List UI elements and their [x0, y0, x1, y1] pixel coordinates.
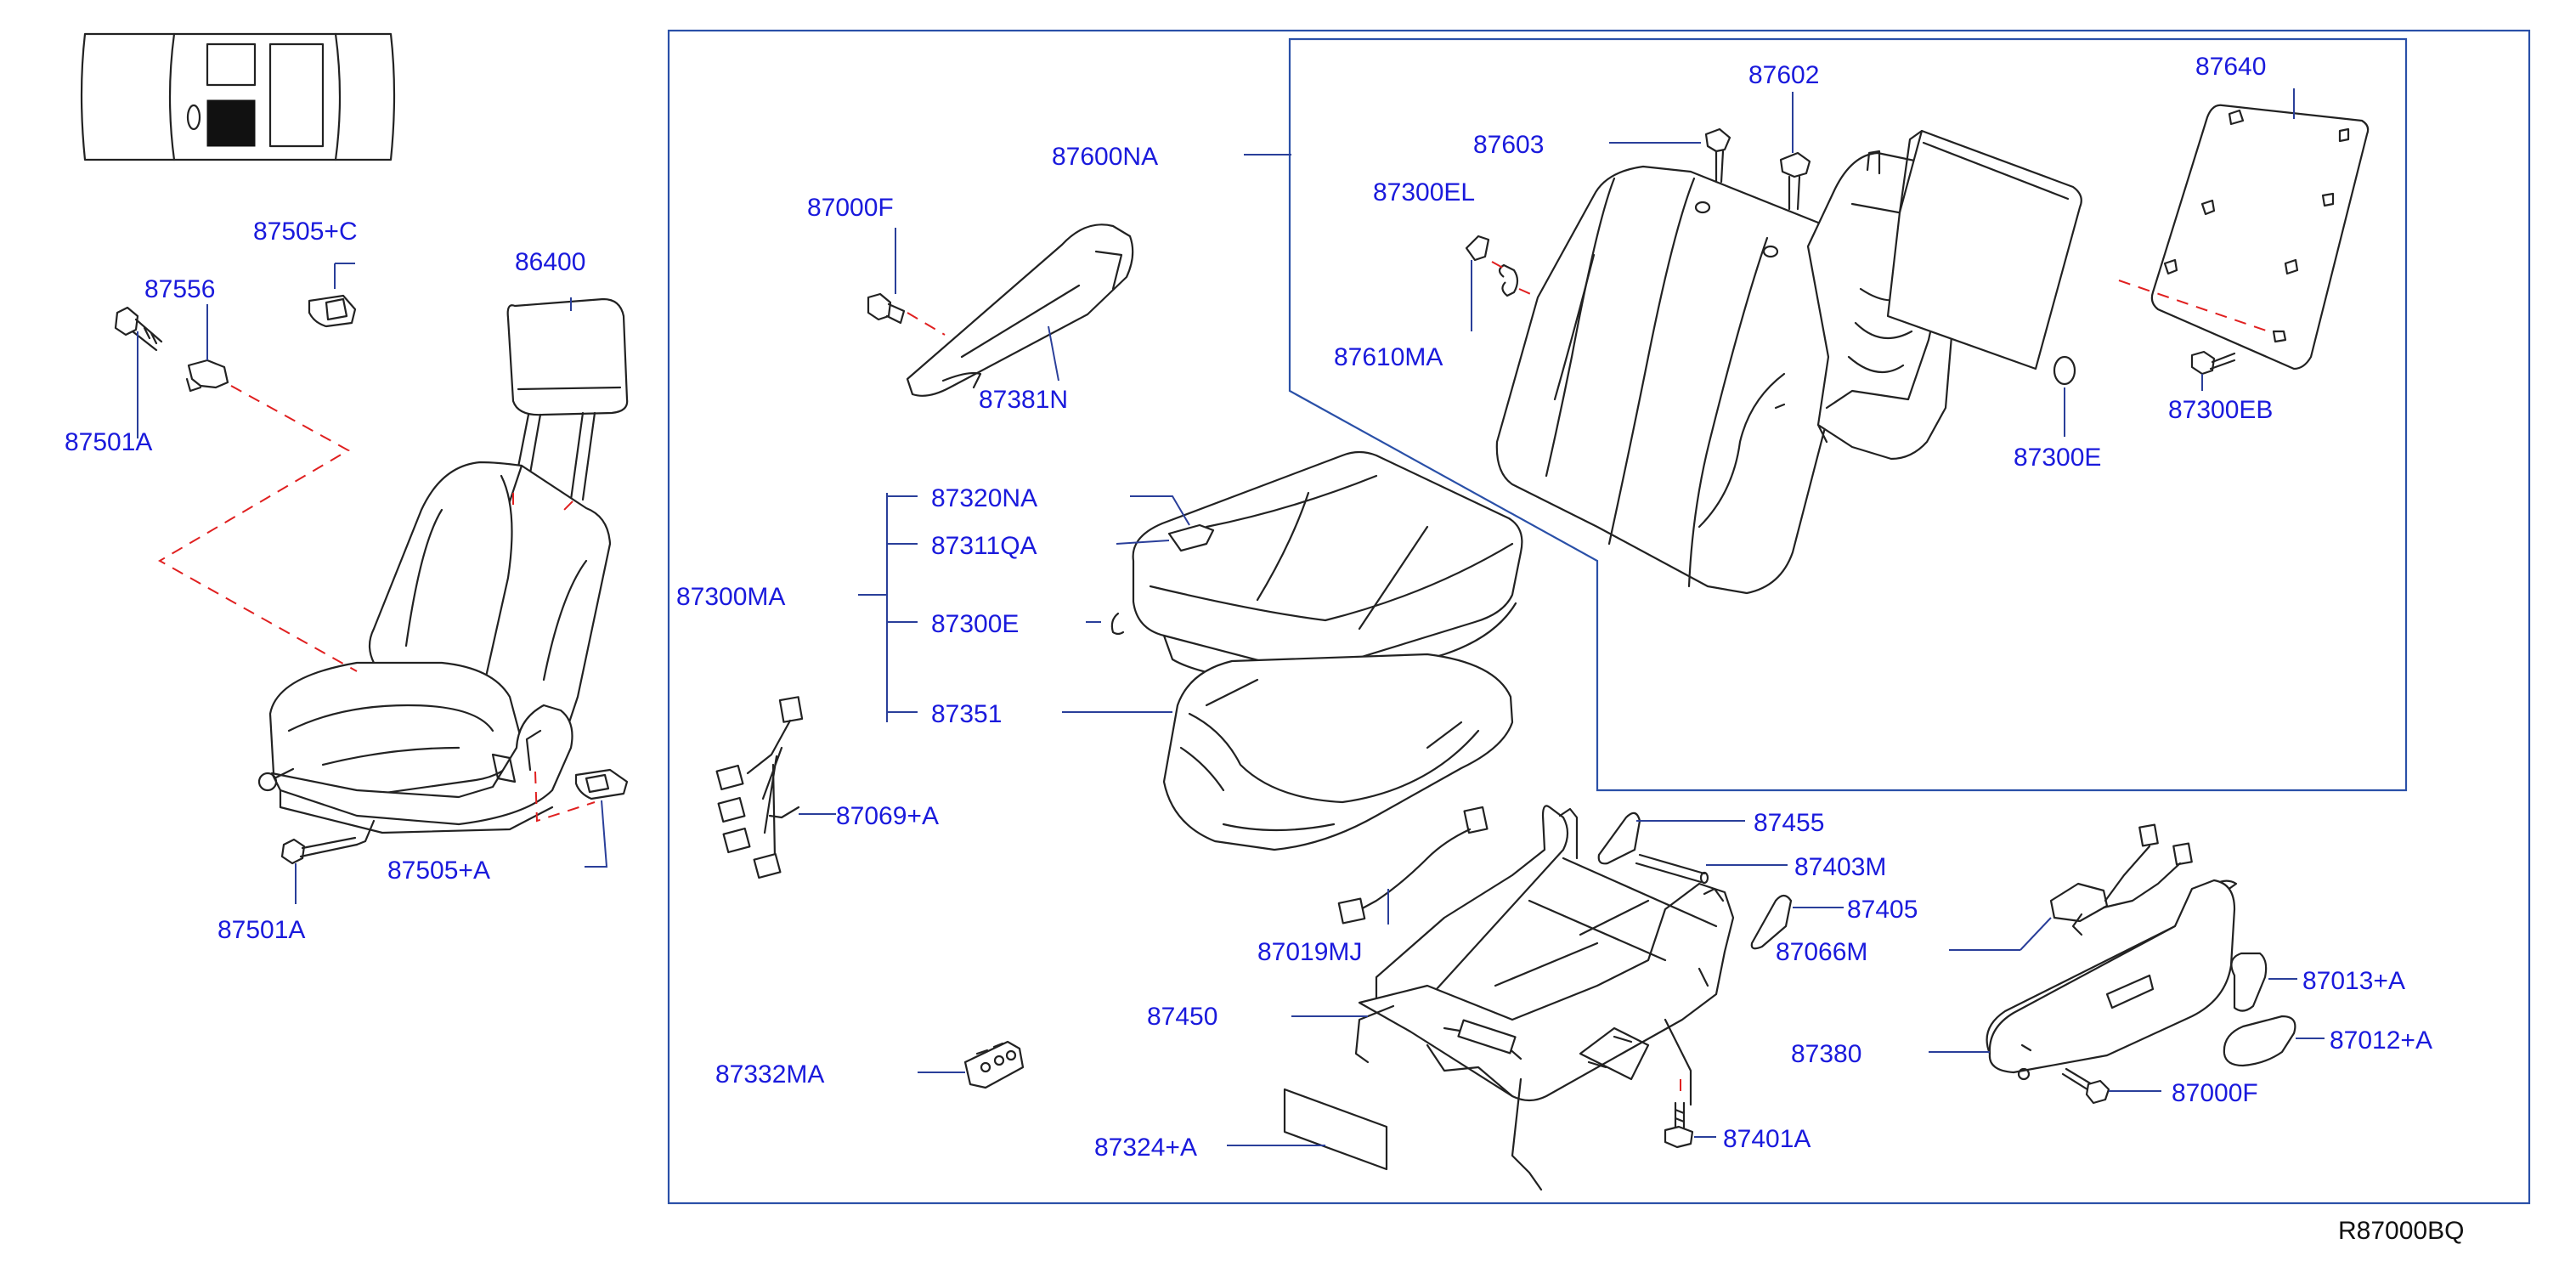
harness-87019mj: [1337, 806, 1489, 925]
label-87066m: 87066M: [1776, 938, 1867, 966]
headrest-guide-87602: [1779, 151, 1811, 211]
label-87332ma: 87332MA: [715, 1060, 824, 1089]
switch-87066m: [2049, 823, 2193, 936]
pin-87403m: [1635, 853, 1709, 885]
clip-87300e-right: [2053, 355, 2076, 386]
label-87311qa: 87311QA: [931, 532, 1037, 560]
label-87000f-lower: 87000F: [2172, 1079, 2258, 1107]
seatback-board: [1886, 129, 2082, 370]
label-87640: 87640: [2195, 53, 2266, 81]
seatback-subframe: [1288, 37, 2408, 792]
label-87556: 87556: [144, 275, 215, 303]
label-87401a: 87401A: [1723, 1125, 1811, 1153]
headrest-86400: [506, 297, 629, 416]
label-87602: 87602: [1748, 61, 1819, 89]
side-cover-87380: [1986, 879, 2238, 1081]
seat-frame-87450: [1354, 805, 1735, 1191]
label-87603: 87603: [1473, 131, 1544, 159]
label-87300e-right: 87300E: [2014, 444, 2101, 472]
seatback-cover-87600na: [1495, 165, 1860, 595]
switch-plate-87332ma: [963, 1040, 1025, 1089]
clip-87300e-left: [1110, 612, 1125, 636]
bolt-87501a-upper: [114, 306, 163, 352]
screw-87000f-upper: [867, 292, 906, 325]
label-87300el: 87300EL: [1373, 178, 1475, 206]
clip-87505a: [574, 768, 629, 800]
bracket-87556: [187, 359, 229, 389]
back-board-87640: [2150, 104, 2370, 370]
label-87381n: 87381N: [979, 386, 1068, 414]
lever-87300el: [1465, 235, 1519, 297]
label-87012a: 87012+A: [2330, 1026, 2432, 1055]
cushion-pad-87351: [1162, 653, 1514, 851]
screw-87000f-lower: [2061, 1067, 2110, 1105]
label-87505c: 87505+C: [253, 218, 358, 246]
screw-87300eb: [2190, 350, 2236, 376]
label-87324a: [1283, 1088, 1388, 1171]
label-86400: 86400: [515, 248, 585, 276]
label-87300e-left: 87300E: [931, 610, 1019, 638]
cushion-cover-87320na: [1132, 450, 1523, 690]
label-87300eb: 87300EB: [2168, 396, 2273, 424]
label-87351: 87351: [931, 700, 1002, 728]
label-87069a: 87069+A: [836, 802, 939, 830]
plate-87455: [1597, 811, 1641, 865]
label-87300ma: 87300MA: [676, 583, 785, 611]
label-87505a: 87505+A: [387, 857, 490, 885]
harness-87069a: [715, 696, 804, 879]
knob-87013a: [2230, 952, 2268, 1012]
clip-87505c: [308, 294, 357, 328]
label-87610ma: 87610MA: [1334, 343, 1443, 371]
label-87455: 87455: [1754, 809, 1824, 837]
label-87501a-upper: 87501A: [65, 428, 152, 456]
label-87019mj: 87019MJ: [1257, 938, 1362, 966]
label-87320na: 87320NA: [931, 484, 1037, 512]
label-87600na: 87600NA: [1052, 143, 1158, 171]
main-frame: [667, 29, 2531, 1205]
label-87405: 87405: [1847, 896, 1918, 924]
plate-87405: [1750, 894, 1793, 950]
bolt-87501a-lower: [280, 836, 359, 865]
knob-87012a: [2223, 1015, 2296, 1067]
diagram-reference-code: R87000BQ: [2338, 1217, 2464, 1245]
pad-87311qa: [1167, 523, 1215, 552]
bolt-87401a: [1664, 1101, 1694, 1149]
vehicle-locator-icon: [80, 32, 396, 161]
label-87380: 87380: [1791, 1040, 1861, 1068]
complete-seat-assembly: [257, 297, 629, 846]
label-87013a: 87013+A: [2302, 967, 2405, 995]
label-87501a-lower: 87501A: [217, 916, 305, 944]
label-87000f-upper: 87000F: [807, 194, 894, 222]
knob-87381n: [906, 223, 1134, 397]
headrest-guide-87603: [1704, 127, 1731, 184]
label-87403m: 87403M: [1794, 853, 1886, 881]
label-87324a: 87324+A: [1094, 1134, 1197, 1162]
label-87450: 87450: [1147, 1003, 1217, 1031]
